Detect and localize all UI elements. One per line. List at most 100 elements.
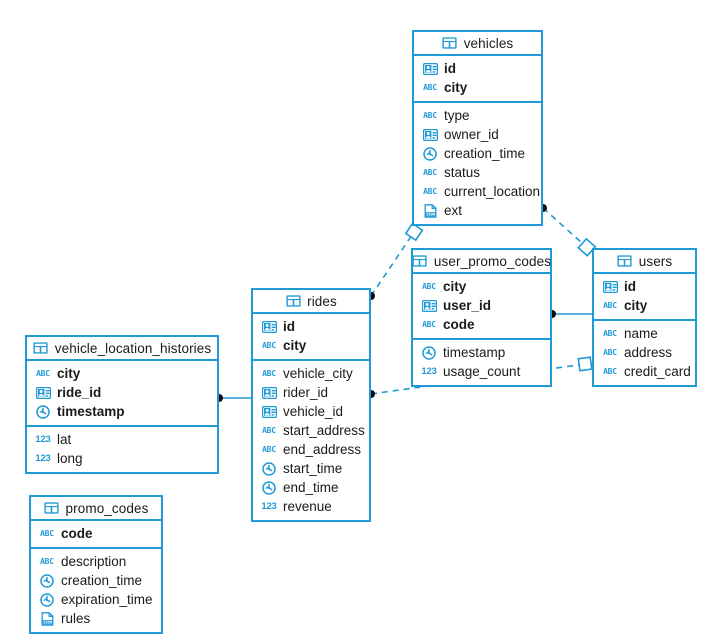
field-end_time[interactable]: end_time	[253, 478, 369, 497]
field-creation_time[interactable]: creation_time	[414, 144, 541, 163]
abc-text-icon: ABC	[423, 110, 437, 120]
abc-text-icon: ABC	[603, 366, 617, 376]
abc-text-icon: ABC	[422, 319, 436, 329]
table-grid-icon	[285, 294, 301, 308]
field-label: city	[624, 297, 648, 313]
field-label: ride_id	[57, 384, 102, 400]
clock-icon	[35, 404, 51, 419]
relationship-vehicle_location_histories-to-rides[interactable]	[215, 394, 251, 402]
primary-key-field-user_id[interactable]: user_id	[413, 296, 550, 315]
abc-text-icon: ABC	[40, 528, 54, 538]
field-timestamp[interactable]: timestamp	[413, 343, 550, 362]
primary-key-field-id[interactable]: id	[414, 59, 541, 78]
abc-text-icon: ABC	[422, 281, 436, 291]
field-creation_time[interactable]: creation_time	[31, 571, 161, 590]
entity-header-rides[interactable]: rides	[253, 290, 369, 314]
field-label: expiration_time	[61, 591, 153, 607]
primary-key-field-city[interactable]: ABC city	[413, 277, 550, 296]
field-start_time[interactable]: start_time	[253, 459, 369, 478]
abc-text-icon: ABC	[423, 167, 437, 177]
field-label: city	[283, 337, 307, 353]
entity-header-users[interactable]: users	[594, 250, 695, 274]
field-label: timestamp	[443, 344, 506, 360]
clock-icon	[422, 146, 438, 161]
primary-key-field-city[interactable]: ABC city	[594, 296, 695, 315]
field-label: user_id	[443, 297, 492, 313]
clock-icon	[39, 592, 55, 607]
entity-header-promo_codes[interactable]: promo_codes	[31, 497, 161, 521]
field-label: start_time	[283, 460, 343, 476]
field-label: city	[443, 278, 467, 294]
abc-text-icon: ABC	[423, 186, 437, 196]
id-card-icon	[602, 280, 618, 294]
entity-header-vehicles[interactable]: vehicles	[414, 32, 541, 56]
field-vehicle_id[interactable]: vehicle_id	[253, 402, 369, 421]
field-rider_id[interactable]: rider_id	[253, 383, 369, 402]
table-grid-icon	[44, 501, 60, 515]
primary-key-field-code[interactable]: ABC code	[413, 315, 550, 334]
123-number-icon: 123	[35, 452, 51, 464]
field-label: start_address	[283, 422, 365, 438]
entity-header-vehicle_location_histories[interactable]: vehicle_location_histories	[27, 337, 217, 361]
123-number-icon: 123	[421, 365, 437, 377]
json-file-icon: JSON	[422, 203, 438, 218]
field-label: code	[443, 316, 475, 332]
primary-key-field-city[interactable]: ABC city	[253, 336, 369, 355]
field-group: timestamp 123 usage_count	[413, 338, 550, 385]
abc-text-icon: ABC	[262, 340, 276, 350]
abc-text-icon: ABC	[603, 300, 617, 310]
relationship-user_promo_codes-to-users[interactable]	[548, 310, 592, 318]
primary-key-field-id[interactable]: id	[594, 277, 695, 296]
primary-key-field-ride_id[interactable]: ride_id	[27, 383, 217, 402]
field-label: long	[57, 450, 83, 466]
clock-icon	[261, 480, 277, 495]
field-expiration_time[interactable]: expiration_time	[31, 590, 161, 609]
id-card-icon	[422, 128, 438, 142]
field-owner_id[interactable]: owner_id	[414, 125, 541, 144]
field-label: id	[444, 60, 456, 76]
clock-icon	[39, 573, 55, 588]
primary-key-field-id[interactable]: id	[253, 317, 369, 336]
primary-key-field-timestamp[interactable]: timestamp	[27, 402, 217, 421]
field-usage_count[interactable]: 123 usage_count	[413, 362, 550, 381]
field-label: end_time	[283, 479, 339, 495]
abc-text-icon: ABC	[262, 368, 276, 378]
field-long[interactable]: 123 long	[27, 449, 217, 468]
id-card-icon	[261, 320, 277, 334]
field-label: usage_count	[443, 363, 521, 379]
entity-header-user_promo_codes[interactable]: user_promo_codes	[412, 250, 551, 274]
